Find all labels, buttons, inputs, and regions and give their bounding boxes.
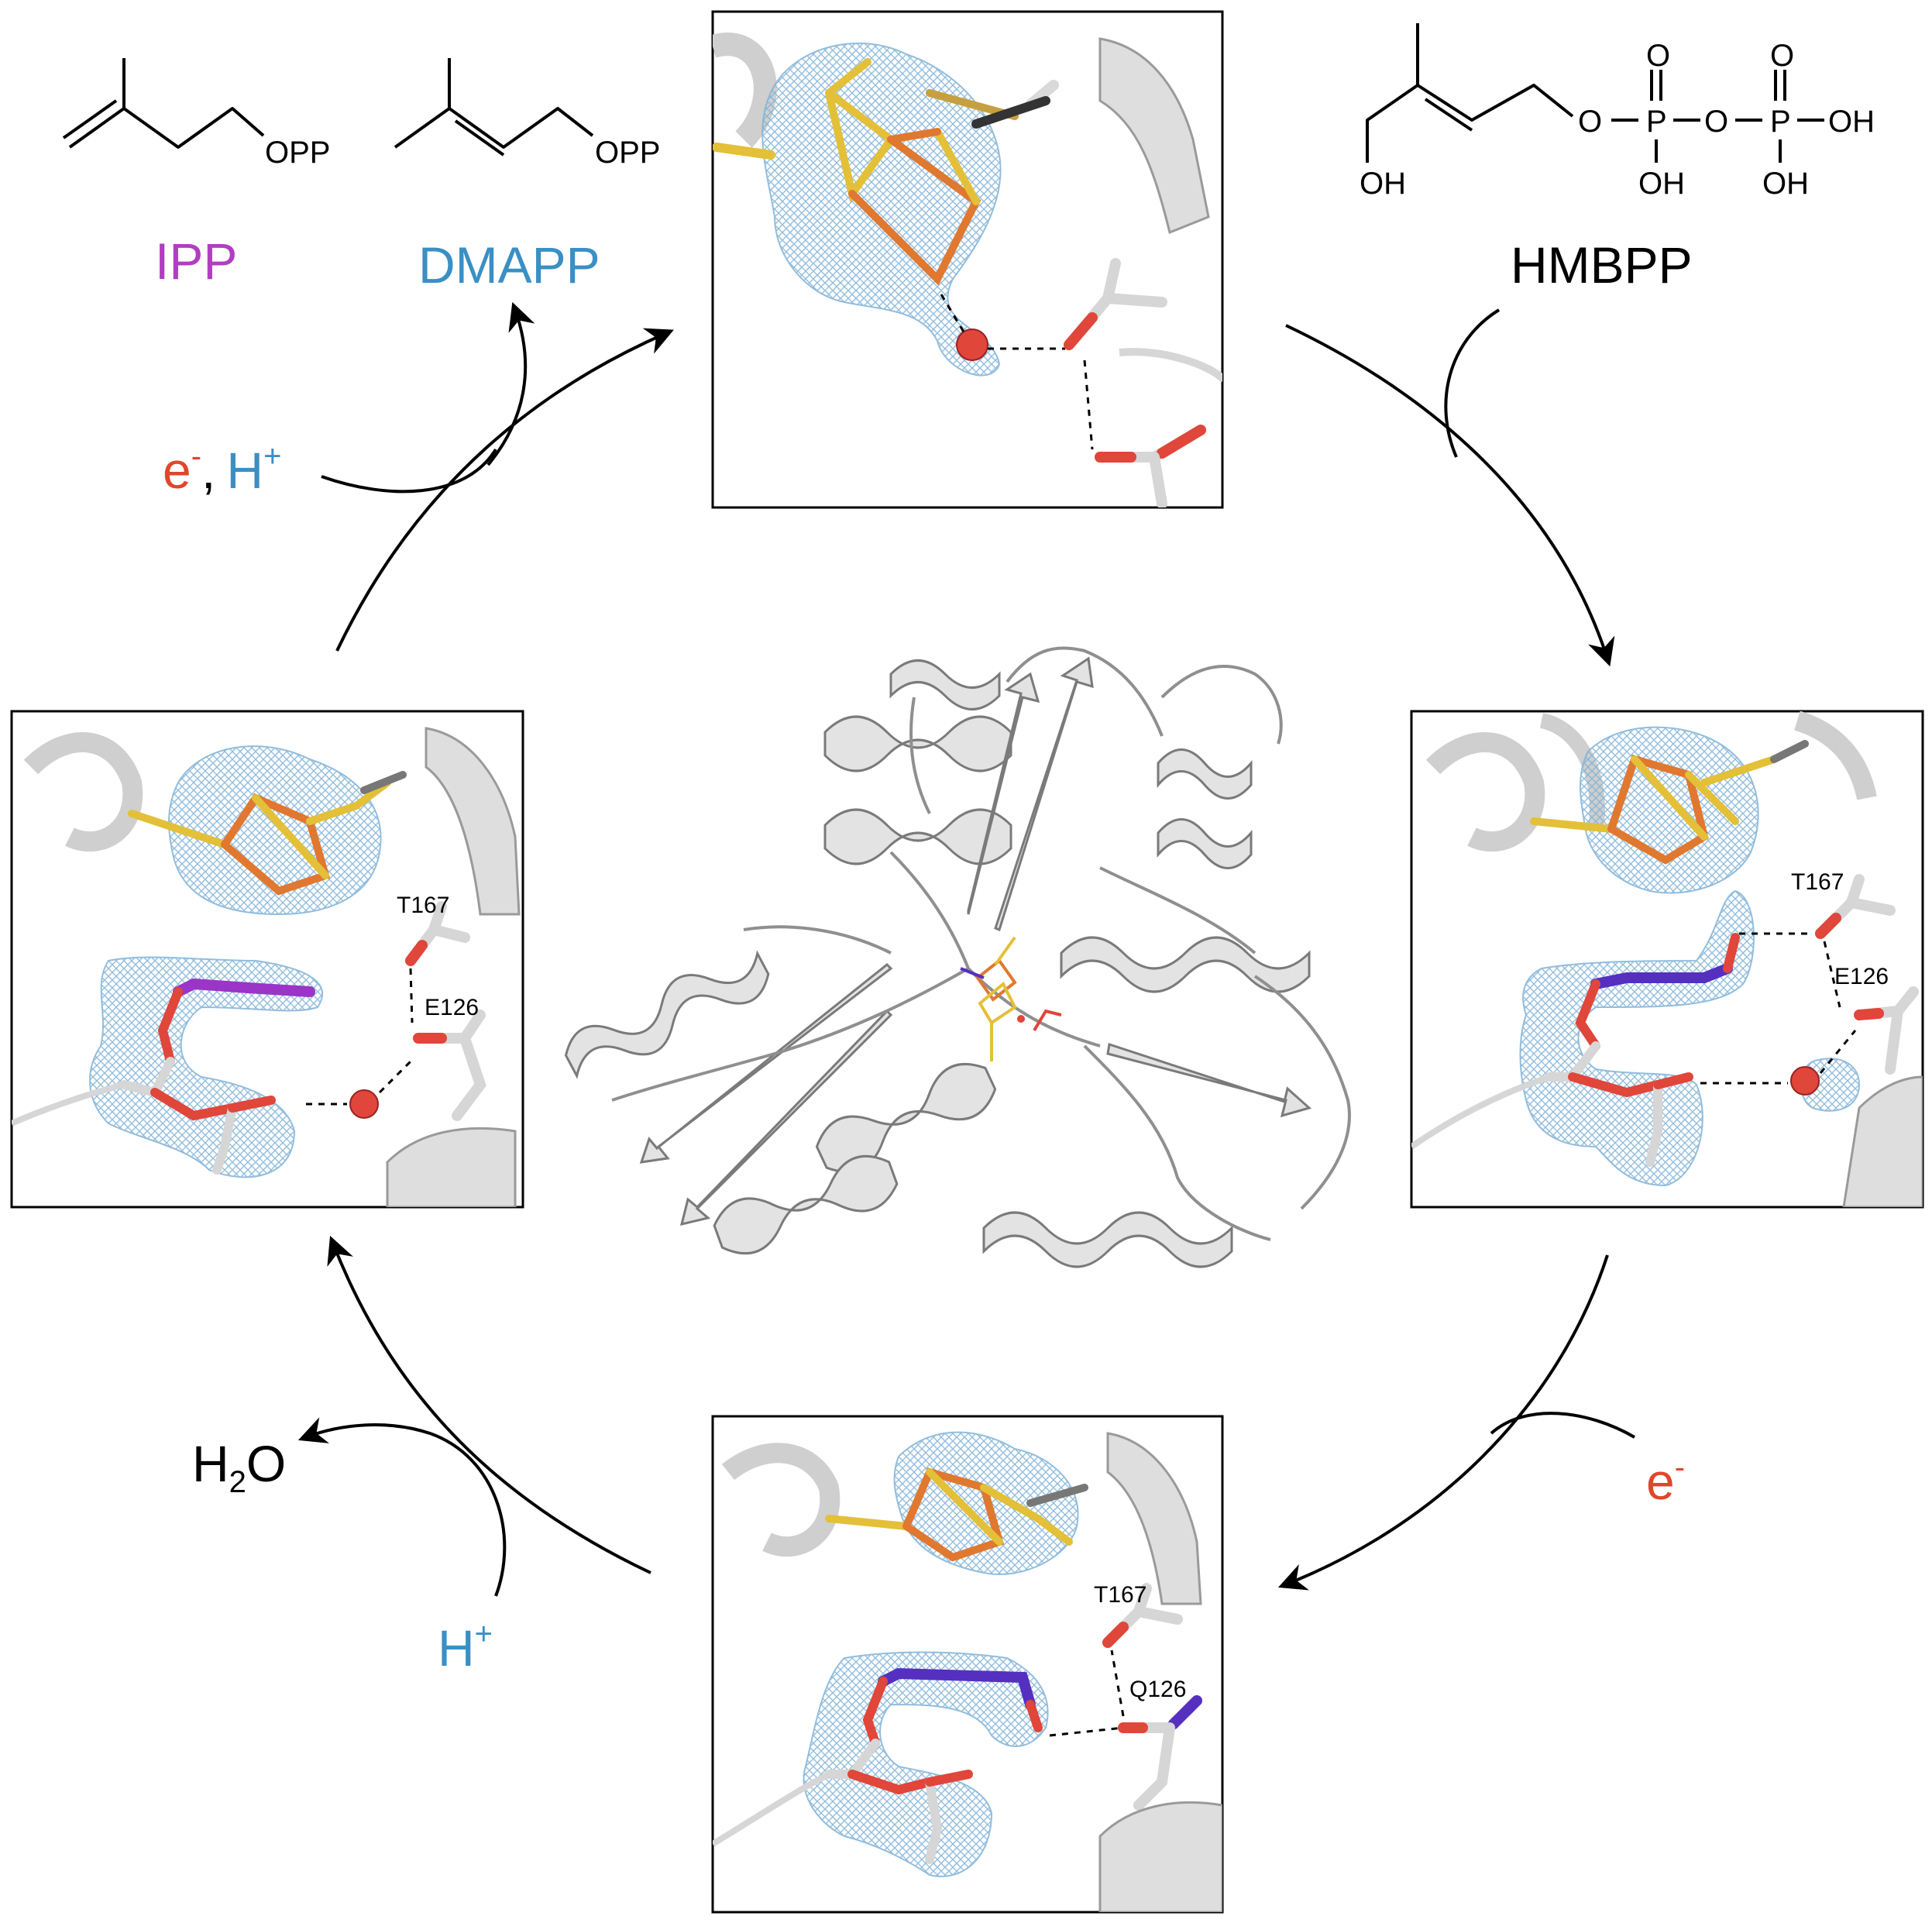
panel-left: T167 E126	[10, 710, 524, 1209]
arrow-electron-input-right	[1490, 1412, 1636, 1439]
mesh-density-substrate	[803, 1651, 1049, 1877]
water-label: H2O	[192, 1435, 286, 1499]
central-cluster	[960, 936, 1062, 1061]
panel-bottom: T167 Q126	[711, 1415, 1224, 1914]
hmbpp-o1: O	[1578, 105, 1602, 139]
arrow-electron-proton-input	[321, 448, 497, 494]
fe4s4-cluster	[825, 58, 1019, 286]
panel-bottom-label-t167: T167	[1094, 1582, 1146, 1608]
hmbpp-p1: P	[1646, 105, 1667, 139]
arrow-top-to-right	[1285, 324, 1615, 667]
dmapp-structure	[394, 58, 594, 157]
cycle-arrows	[297, 301, 1636, 1597]
reagent-proton-bottom: H+	[438, 1617, 493, 1677]
hmbpp-o2: O	[1704, 105, 1728, 139]
hmbpp-oh-end: OH	[1828, 105, 1875, 139]
intermediate-substrate-stick	[878, 1667, 1036, 1710]
mesh-density	[761, 42, 1002, 377]
hmbpp-oh-c: OH	[1762, 167, 1809, 201]
loops	[611, 646, 1351, 1241]
hmbpp-oh-b: OH	[1638, 167, 1685, 201]
arrow-bottom-to-left	[327, 1235, 651, 1574]
mesh-density-substrate	[1519, 889, 1755, 1187]
hmbpp-structure	[1366, 23, 1824, 163]
arrow-hmbpp-input	[1444, 308, 1501, 458]
arrow-right-to-bottom	[1277, 1254, 1609, 1591]
arrow-water-release	[297, 1417, 507, 1597]
helix-coils	[564, 659, 1311, 1268]
ipp-substrate-stick	[173, 978, 315, 997]
hmbpp-label: HMBPP	[1511, 236, 1693, 294]
panel-left-label-e126: E126	[425, 995, 479, 1020]
beta-strands	[639, 656, 1312, 1226]
dmapp-label: DMAPP	[418, 236, 600, 294]
dmapp-opp-group: OPP	[595, 136, 660, 170]
hmbpp-oh-a: OH	[1360, 167, 1406, 201]
residue-stick-top	[1064, 258, 1206, 507]
ipp-label: IPP	[155, 232, 237, 290]
central-protein-cartoon	[564, 646, 1351, 1268]
reagent-electron-proton-top: e-,H+	[163, 439, 281, 499]
panel-bottom-label-q126: Q126	[1129, 1677, 1186, 1702]
water-sphere	[956, 329, 988, 361]
ipp-structure	[62, 58, 265, 149]
panel-top	[711, 10, 1224, 509]
panel-right-label-e126: E126	[1834, 964, 1889, 989]
arrow-dmapp-release	[486, 301, 535, 466]
arrow-left-to-top	[335, 328, 674, 652]
ipp-opp-group: OPP	[265, 136, 330, 170]
panel-right-label-t167: T167	[1791, 869, 1844, 895]
hmbpp-substrate-stick	[1590, 963, 1733, 989]
mesh-density-cluster	[1580, 726, 1759, 894]
hmbpp-o-top2: O	[1770, 39, 1794, 73]
reagent-electron-right: e-	[1646, 1450, 1685, 1510]
hmbpp-o-top1: O	[1646, 39, 1670, 73]
panel-left-label-t167: T167	[397, 893, 449, 918]
hmbpp-p2: P	[1770, 105, 1791, 139]
panel-right: T167 E126	[1410, 710, 1924, 1209]
